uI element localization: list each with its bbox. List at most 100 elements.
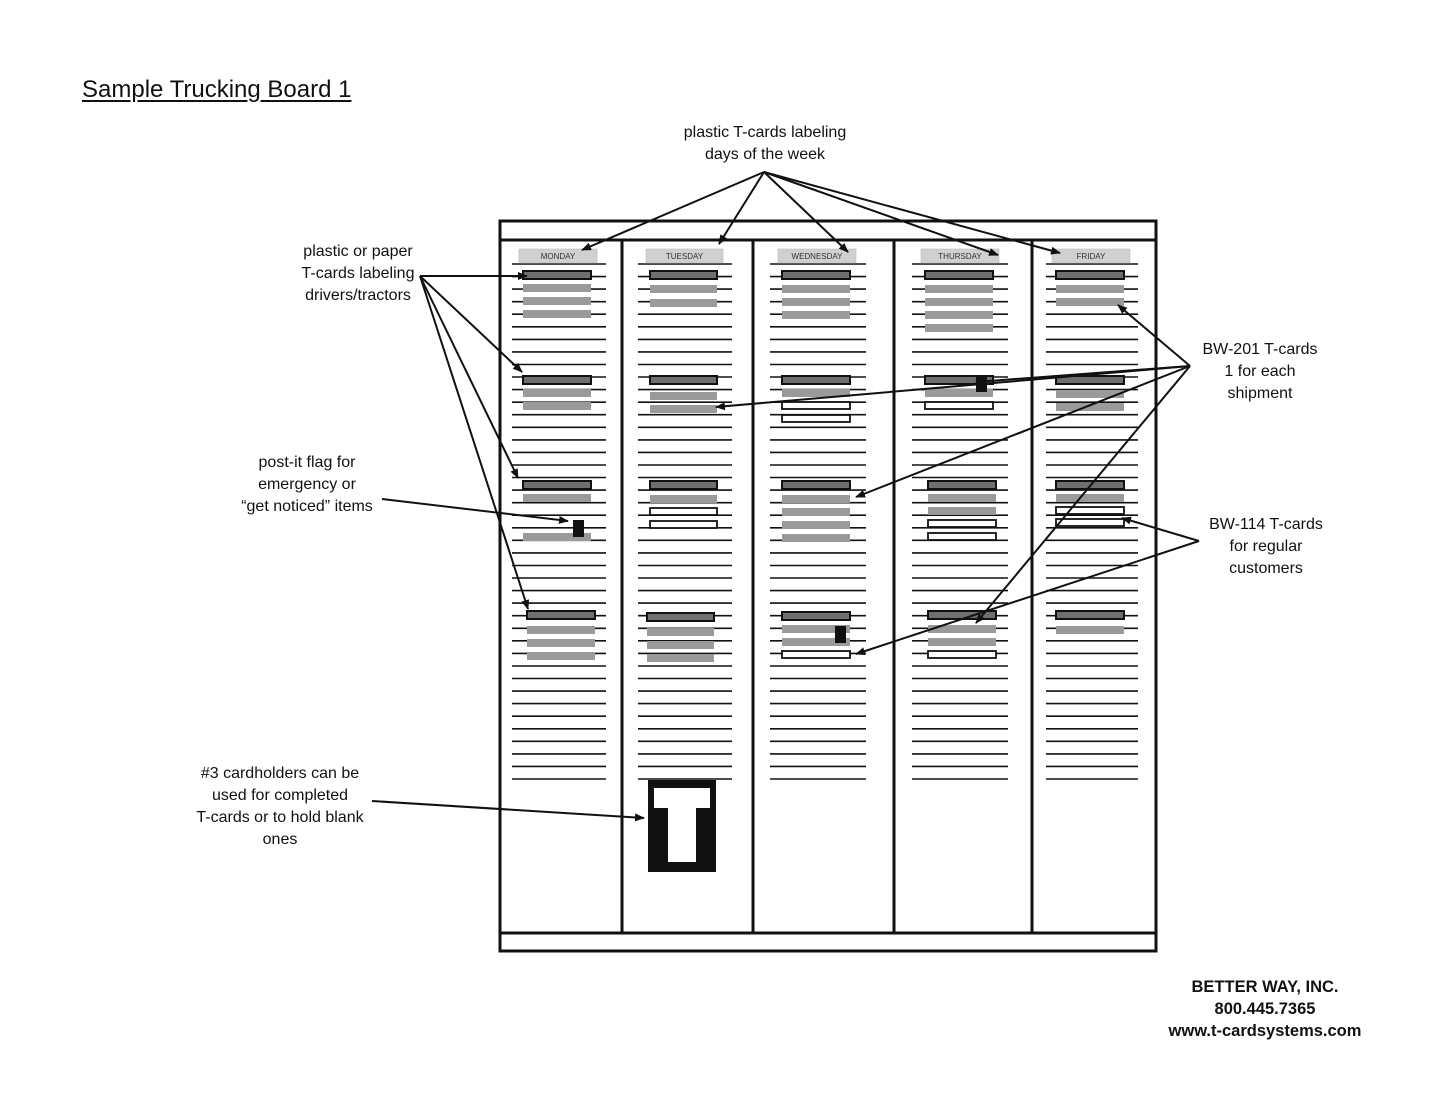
driver-t-card [649, 480, 718, 490]
driver-t-card [646, 612, 715, 622]
annotation-cardholders: #3 cardholders can be used for completed… [196, 765, 364, 848]
shipment-t-card [523, 310, 591, 318]
customer-t-card [781, 401, 851, 410]
shipment-t-card [523, 533, 591, 541]
annotation-arrow [763, 171, 1061, 255]
post-it-flag [835, 626, 846, 643]
annotation-bw201: BW-201 T-cards 1 for each shipment [1202, 341, 1318, 402]
annotation-arrow [419, 275, 530, 610]
driver-t-card [781, 480, 851, 490]
annotation-arrow [371, 800, 645, 822]
shipment-t-card [523, 494, 591, 502]
day-label-monday: MONDAY [541, 252, 576, 261]
annotation-arrow [975, 365, 1191, 624]
shipment-t-card [782, 389, 850, 397]
shipment-t-card [650, 392, 717, 400]
shipment-t-card [1056, 285, 1124, 293]
driver-t-card [924, 270, 994, 280]
customer-t-card [781, 414, 851, 423]
driver-t-card [1055, 610, 1125, 620]
customer-t-card [649, 520, 718, 529]
annotation-arrow [855, 540, 1200, 655]
shipment-t-card [925, 285, 993, 293]
post-it-flag [573, 520, 584, 537]
page-title: Sample Trucking Board 1 [82, 76, 352, 103]
company-phone: 800.445.7365 [1214, 1000, 1316, 1018]
annotation-arrow [581, 171, 765, 251]
day-label-tuesday: TUESDAY [666, 252, 704, 261]
driver-t-card [927, 480, 997, 490]
annotation-arrow [715, 365, 1191, 411]
shipment-t-card [523, 297, 591, 305]
annotation-arrow [763, 171, 999, 256]
shipment-t-card [1056, 494, 1124, 502]
shipment-t-card [1056, 403, 1124, 411]
customer-t-card [1055, 506, 1125, 515]
t-cards [522, 270, 1125, 872]
shipment-t-card [782, 285, 850, 293]
shipment-t-card [782, 625, 850, 633]
cardholder-3 [648, 780, 716, 872]
shipment-t-card [1056, 298, 1124, 306]
shipment-t-card [782, 311, 850, 319]
customer-t-card [1055, 518, 1125, 527]
customer-t-card [927, 519, 997, 528]
driver-t-card [522, 270, 592, 280]
annotation-days-labels: plastic T-cards labeling days of the wee… [683, 124, 847, 163]
shipment-t-card [523, 284, 591, 292]
driver-t-card [781, 270, 851, 280]
shipment-t-card [782, 521, 850, 529]
shipment-t-card [650, 405, 717, 413]
driver-t-card [522, 375, 592, 385]
shipment-t-card [928, 507, 996, 515]
driver-t-card [526, 610, 596, 620]
company-website: www.t-cardsystems.com [1168, 1022, 1362, 1040]
company-name: BETTER WAY, INC. [1191, 978, 1339, 996]
annotation-postit-flag: post-it flag for emergency or “get notic… [241, 454, 373, 515]
shipment-t-card [782, 638, 850, 646]
annotation-arrow [419, 275, 523, 373]
shipment-t-card [928, 638, 996, 646]
shipment-t-card [650, 495, 717, 503]
shipment-t-card [1056, 626, 1124, 634]
shipment-t-card [650, 285, 717, 293]
driver-t-card [781, 375, 851, 385]
annotation-arrow [419, 275, 519, 479]
driver-t-card [649, 270, 718, 280]
shipment-t-card [523, 402, 591, 410]
shipment-t-card [647, 654, 714, 662]
annotation-arrow [855, 365, 1191, 498]
shipment-t-card [782, 534, 850, 542]
day-card-thursday [920, 248, 1000, 264]
day-label-thursday: THURSDAY [938, 252, 982, 261]
shipment-t-card [925, 324, 993, 332]
annotation-arrow [763, 171, 849, 253]
customer-t-card [924, 401, 994, 410]
shipment-t-card [925, 298, 993, 306]
shipment-t-card [1056, 390, 1124, 398]
shipment-t-card [647, 641, 714, 649]
company-info: BETTER WAY, INC. 800.445.7365 www.t-card… [1140, 976, 1390, 1042]
driver-t-card [649, 375, 718, 385]
day-card-monday [518, 248, 598, 264]
day-card-tuesday [645, 248, 724, 264]
annotation-driver-labels: plastic or paper T-cards labeling driver… [301, 243, 415, 304]
shipment-t-card [928, 625, 996, 633]
driver-t-card [1055, 375, 1125, 385]
shipment-t-card [925, 311, 993, 319]
annotation-arrow [718, 171, 765, 245]
shipment-t-card [527, 626, 595, 634]
annotation-bw114: BW-114 T-cards for regular customers [1209, 516, 1323, 577]
customer-t-card [927, 650, 997, 659]
shipment-t-card [527, 639, 595, 647]
customer-t-card [781, 650, 851, 659]
shipment-t-card [782, 508, 850, 516]
shipment-t-card [782, 298, 850, 306]
day-card-wednesday [777, 248, 857, 264]
customer-t-card [649, 507, 718, 516]
driver-t-card [522, 480, 592, 490]
shipment-t-card [650, 299, 717, 307]
annotation-arrows [371, 171, 1200, 822]
